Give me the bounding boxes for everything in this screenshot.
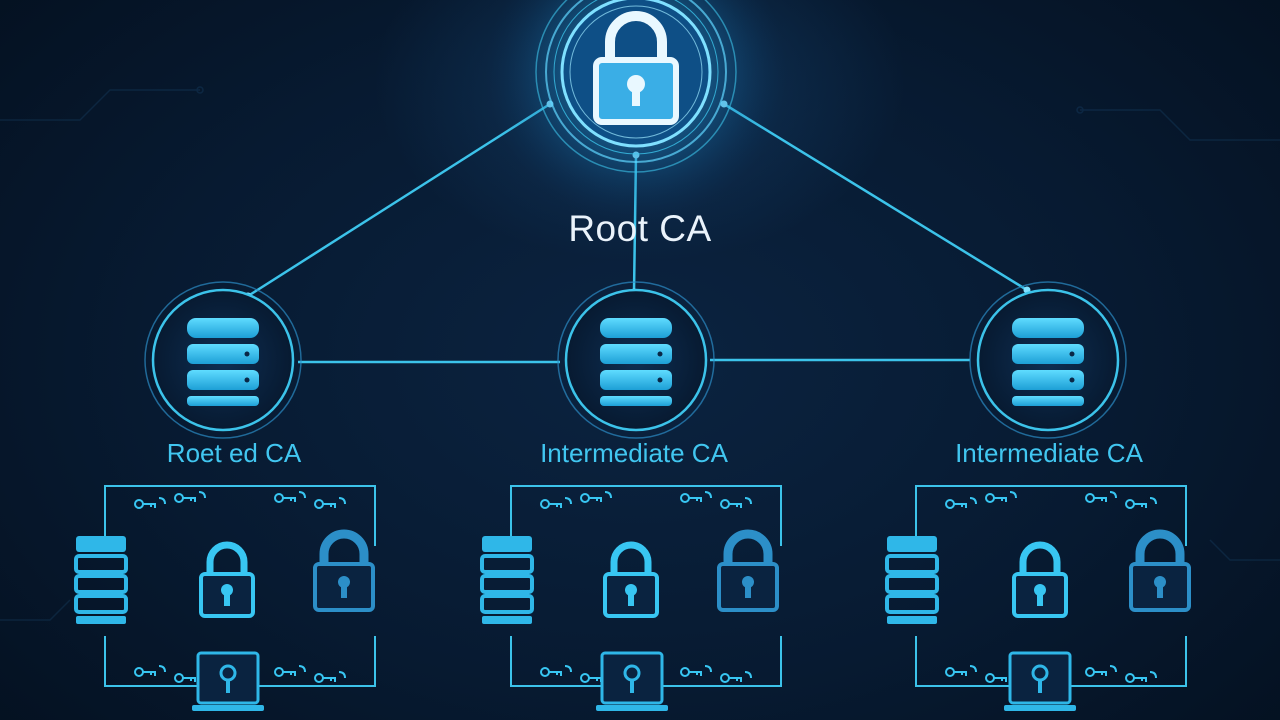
root-to-right-link bbox=[723, 102, 1028, 292]
root-to-left-link bbox=[247, 102, 551, 298]
root-padlock-icon bbox=[593, 11, 679, 125]
intermediate-ca-label-middle: Intermediate CA bbox=[540, 438, 728, 468]
intermediate-ca-node-right bbox=[969, 281, 1127, 439]
laptop-icon bbox=[1002, 651, 1078, 713]
leaf-group-left bbox=[74, 486, 375, 713]
padlock-icon bbox=[605, 545, 657, 616]
root-ca-node bbox=[486, 0, 786, 222]
root-ca-label: Root CA bbox=[568, 208, 712, 249]
padlock-icon bbox=[201, 545, 253, 616]
server-icon bbox=[885, 534, 939, 626]
laptop-icon bbox=[594, 651, 670, 713]
intermediate-ca-label-left: Roet ed CA bbox=[166, 438, 302, 468]
connection-lines bbox=[247, 102, 1028, 364]
intermediate-ca-node-left bbox=[144, 281, 302, 439]
laptop-icon bbox=[190, 651, 266, 713]
intermediate-ca-label-right: Intermediate CA bbox=[955, 438, 1143, 468]
leaf-group-right bbox=[885, 486, 1189, 713]
intermediate-ca-node-middle bbox=[557, 281, 715, 439]
server-icon bbox=[74, 534, 128, 626]
padlock-icon bbox=[315, 534, 373, 610]
padlock-icon bbox=[719, 534, 777, 610]
leaf-group-middle bbox=[480, 486, 781, 713]
padlock-icon bbox=[1131, 534, 1189, 610]
background-circuitry bbox=[0, 86, 1280, 621]
padlock-icon bbox=[1014, 545, 1066, 616]
server-icon bbox=[480, 534, 534, 626]
